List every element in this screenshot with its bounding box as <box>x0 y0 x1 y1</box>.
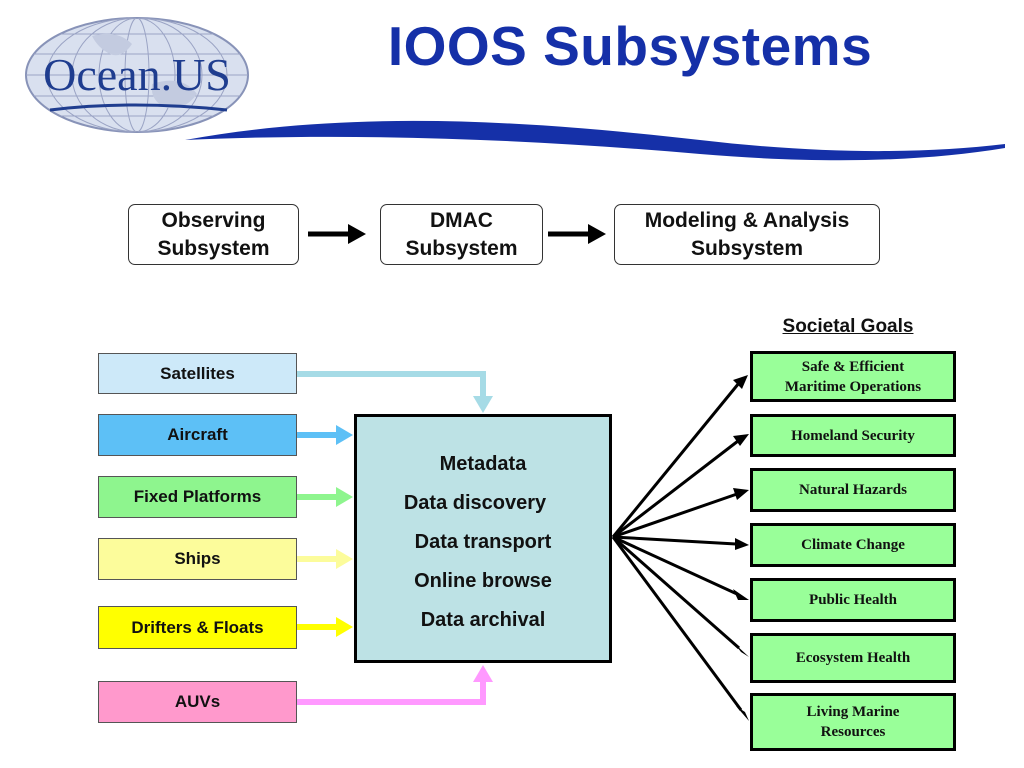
dmac-functions-box: Metadata Data discovery Data transport O… <box>354 414 612 663</box>
dmac-item-metadata: Metadata <box>439 453 527 475</box>
source-aircraft: Aircraft <box>98 414 297 456</box>
source-satellites: Satellites <box>98 353 297 394</box>
arrow-dmac-to-modeling-head <box>588 224 606 244</box>
source-auvs: AUVs <box>98 681 297 723</box>
arrow-satellites-head <box>473 396 493 413</box>
arrow-auvs <box>297 680 486 705</box>
goal-5-line1: Public Health <box>809 592 897 608</box>
arrow-to-goal-4-head <box>735 538 749 550</box>
goal-climate-change: Climate Change <box>750 523 956 567</box>
arrow-to-goal-5-head <box>733 589 749 600</box>
header-swoosh <box>180 110 1010 170</box>
dmac-line1: DMAC <box>429 208 493 232</box>
goal-ecosystem-health: Ecosystem Health <box>750 633 956 683</box>
goal-public-health: Public Health <box>750 578 956 622</box>
goal-6-line1: Ecosystem Health <box>795 650 911 666</box>
observing-line2: Subsystem <box>157 236 270 260</box>
arrow-to-goal-7-head <box>736 706 749 721</box>
arrow-to-goal-2-head <box>733 434 749 446</box>
arrow-to-goal-6-head <box>734 643 749 657</box>
modeling-line2: Subsystem <box>690 236 804 260</box>
arrow-to-goal-1-head <box>733 375 748 389</box>
goal-2-line1: Homeland Security <box>791 427 915 444</box>
logo-text: Ocean.US <box>43 49 231 100</box>
arrow-drifters-floats-head <box>336 617 353 637</box>
arrow-observing-to-dmac-head <box>348 224 366 244</box>
goal-1-line2: Maritime Operations <box>784 378 922 395</box>
arrow-to-goal-1 <box>611 382 741 538</box>
source-ships: Ships <box>98 538 297 580</box>
arrow-to-goal-2 <box>612 439 739 539</box>
arrow-to-goal-7 <box>611 536 743 711</box>
observing-line1: Observing <box>161 208 266 232</box>
goal-7-line1: Living Marine <box>806 704 900 720</box>
arrow-aircraft-head <box>336 425 353 445</box>
arrow-to-goal-3-head <box>733 488 749 500</box>
goal-natural-hazards: Natural Hazards <box>750 468 956 512</box>
arrow-to-goal-6 <box>612 535 740 650</box>
goal-3-line1: Natural Hazards <box>799 482 907 498</box>
modeling-line1: Modeling & Analysis <box>644 208 850 232</box>
page-title: IOOS Subsystems <box>387 15 873 77</box>
arrow-to-goal-5 <box>612 535 738 596</box>
goal-homeland-security: Homeland Security <box>750 414 956 457</box>
societal-goals-heading: Societal Goals <box>782 316 914 337</box>
arrow-ships-head <box>336 549 353 569</box>
dmac-item-online-browse: Online browse <box>414 570 552 592</box>
goal-1-line1: Safe & Efficient <box>801 358 905 375</box>
goal-arrows <box>611 375 749 721</box>
dmac-item-data-transport: Data transport <box>414 531 552 553</box>
goal-7-line2: Resources <box>820 724 886 740</box>
arrow-to-goal-3 <box>612 492 738 539</box>
dmac-item-data-discovery: Data discovery <box>403 492 547 514</box>
arrow-to-goal-4 <box>612 535 737 546</box>
source-drifters-floats: Drifters & Floats <box>98 606 297 649</box>
dmac-item-data-archival: Data archival <box>420 609 546 631</box>
goal-4-line1: Climate Change <box>801 537 905 553</box>
arrow-auvs-head <box>473 665 493 682</box>
dmac-subsystem-box: DMAC Subsystem <box>380 204 543 265</box>
dmac-line2: Subsystem <box>405 236 518 260</box>
ocean-us-logo: Ocean.US <box>22 14 252 136</box>
source-fixed-platforms: Fixed Platforms <box>98 476 297 518</box>
arrow-satellites <box>297 371 486 398</box>
